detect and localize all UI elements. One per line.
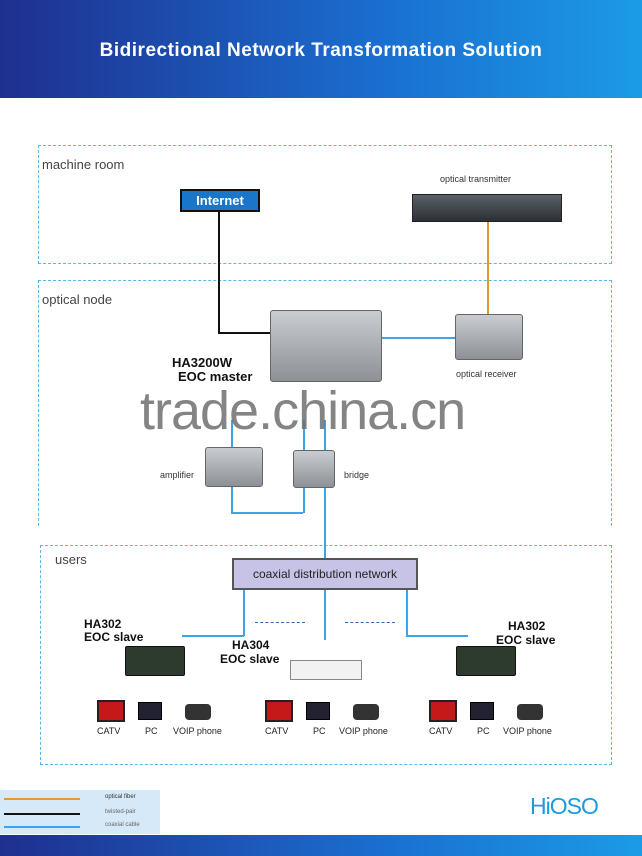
catv-label: CATV [265, 726, 289, 736]
legend-label: twisted-pair [105, 809, 136, 815]
dashed-link [255, 622, 305, 623]
legend-label: optical fiber [105, 794, 136, 800]
dashed-link [345, 622, 395, 623]
legend-swatch-coax [4, 826, 80, 828]
slave-mid-device [290, 660, 362, 680]
amplifier-device [205, 447, 263, 487]
hioso-logo: HiOSO [530, 793, 599, 819]
header-banner [0, 0, 642, 98]
eoc-master-device [270, 310, 382, 382]
slave-right-device [456, 646, 516, 676]
slave-right-role: EOC slave [496, 633, 556, 647]
slave-left-model: HA302 [84, 617, 122, 631]
voip-label: VOIP phone [503, 726, 552, 736]
pc-icon [138, 702, 162, 720]
coax-line [182, 635, 244, 637]
zone-label: users [55, 552, 87, 567]
slave-left-device [125, 646, 185, 676]
twisted-pair-line [218, 332, 278, 334]
coax-line [303, 420, 305, 450]
phone-icon [185, 704, 211, 720]
optical-fiber-line [487, 222, 489, 314]
coax-line [406, 635, 468, 637]
legend-swatch-optical [4, 798, 80, 800]
pc-label: PC [145, 726, 158, 736]
pc-icon [306, 702, 330, 720]
zone-label: optical node [42, 292, 113, 307]
phone-icon [517, 704, 543, 720]
pc-label: PC [313, 726, 326, 736]
internet-box: Internet [180, 189, 260, 212]
terminal-group-right: CATV PC VOIP phone [429, 700, 569, 740]
catv-label: CATV [97, 726, 121, 736]
watermark: trade.china.cn [140, 381, 466, 441]
phone-icon [353, 704, 379, 720]
slave-mid-model: HA304 [232, 638, 270, 652]
pc-label: PC [477, 726, 490, 736]
coax-line [375, 337, 455, 339]
legend-swatch-twisted [4, 813, 80, 815]
coax-line [231, 420, 233, 450]
zone-label: machine room [42, 157, 125, 172]
voip-label: VOIP phone [339, 726, 388, 736]
optical-transmitter-label: optical transmitter [440, 174, 512, 184]
zone-optical-node [38, 280, 612, 526]
tv-icon [265, 700, 293, 722]
tv-icon [429, 700, 457, 722]
voip-label: VOIP phone [173, 726, 222, 736]
eoc-master-role: EOC master [178, 369, 253, 384]
coax-line [303, 486, 305, 513]
slave-left-role: EOC slave [84, 630, 144, 644]
legend-label: coaxial cable [105, 822, 140, 828]
amplifier-label: amplifier [160, 470, 195, 480]
legend: optical fiber twisted-pair coaxial cable [0, 790, 160, 834]
coax-line [406, 588, 408, 636]
catv-label: CATV [429, 726, 453, 736]
optical-receiver-device [455, 314, 523, 360]
coax-line [324, 486, 326, 558]
coax-line [231, 512, 303, 514]
tv-icon [97, 700, 125, 722]
eoc-master-model: HA3200W [172, 355, 232, 370]
zone-machine-room [38, 145, 612, 264]
terminal-group-left: CATV PC VOIP phone [97, 700, 237, 740]
coax-line [324, 588, 326, 640]
footer-banner [0, 835, 642, 856]
optical-receiver-label: optical receiver [456, 369, 517, 379]
coax-line [231, 486, 233, 513]
slave-mid-role: EOC slave [220, 652, 280, 666]
twisted-pair-line [218, 208, 220, 334]
page-title: Bidirectional Network Transformation Sol… [99, 40, 543, 61]
coax-network-box: coaxial distribution network [232, 558, 418, 590]
pc-icon [470, 702, 494, 720]
bridge-label: bridge [344, 470, 370, 480]
terminal-group-mid: CATV PC VOIP phone [265, 700, 405, 740]
coax-line [324, 420, 326, 450]
coax-line [243, 588, 245, 636]
zone-users [40, 545, 612, 765]
slave-right-model: HA302 [508, 619, 546, 633]
bridge-device [293, 450, 335, 488]
optical-transmitter-device [412, 194, 562, 222]
